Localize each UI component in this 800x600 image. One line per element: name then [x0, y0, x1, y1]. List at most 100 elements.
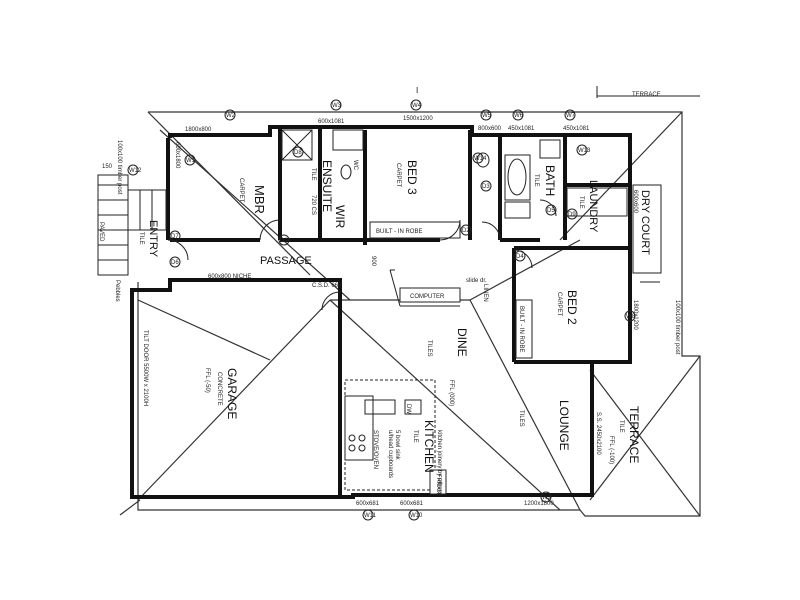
svg-text:D7: D7 [171, 234, 179, 240]
svg-text:W10: W10 [410, 513, 423, 519]
north-marker: I [416, 86, 418, 95]
wir-label: WIR [333, 205, 347, 229]
fixtures [281, 129, 628, 495]
door-swings [167, 199, 557, 311]
dim-right-1: 600x600 [632, 190, 638, 214]
entry-label: ENTRY [147, 220, 159, 258]
door-tag: D6 [169, 256, 181, 268]
window-tag: W6 [512, 109, 524, 121]
bed2-label: BED 2 [565, 290, 579, 325]
window-tag: W2 [224, 109, 236, 121]
mbr-floor: CARPET [238, 178, 244, 203]
kitchen-note-2: u/head cupboards [387, 430, 393, 478]
window-tag: W5 [480, 109, 492, 121]
wc-label: WC [352, 160, 358, 171]
robes [369, 221, 533, 359]
ensuite-label: ENSUITE [320, 160, 334, 212]
door-tag: D3 [480, 180, 492, 192]
garage-floor: CONCRETE [216, 372, 222, 406]
slide-dr-label: slide dr. [466, 278, 487, 284]
entry-paving [97, 174, 167, 276]
ffl-terrace-label: FFL (-100) [608, 436, 614, 464]
svg-text:W4: W4 [412, 103, 422, 109]
ensuite-floor: TILE [310, 168, 316, 181]
window-tag: W14 [472, 152, 487, 164]
door-tag: D5 [545, 204, 557, 216]
dim-bottom-2: 600x681 [400, 501, 424, 507]
bed3-floor: CARPET [395, 163, 401, 188]
window-tag: W1 [184, 154, 196, 166]
laundry-floor: TILE [578, 196, 584, 209]
svg-text:W2: W2 [226, 113, 236, 119]
interior-walls [170, 128, 630, 497]
svg-text:W7: W7 [566, 113, 576, 119]
svg-text:W8: W8 [626, 314, 636, 320]
svg-text:W5: W5 [482, 113, 492, 119]
svg-text:D4: D4 [516, 254, 524, 260]
window-tag: W12 [127, 164, 142, 176]
door-tag: D7 [169, 230, 181, 242]
top-terrace: TERRACE I [416, 86, 700, 98]
tilt-door-label: TILT DOOR 5500W x 2100H [142, 330, 148, 406]
dim-bottom-1: 600x681 [356, 501, 380, 507]
svg-text:W3: W3 [332, 103, 342, 109]
svg-text:W14: W14 [474, 156, 487, 162]
kitchen-note-1: 5 bowl sink [394, 430, 400, 461]
kitchen-note-4: kitchen joinery by others [436, 430, 442, 495]
door-tag: D8 [292, 146, 304, 158]
window-tag: W9 [540, 491, 552, 503]
svg-text:W1: W1 [186, 158, 196, 164]
kitchen-floor: TILE [412, 430, 418, 443]
bed3-label: BED 3 [405, 160, 419, 195]
bath-floor: TILE [533, 174, 539, 187]
lounge-floor: TILES [518, 410, 524, 427]
door-tag: D9 [566, 208, 578, 220]
ffl-main-label: FFL (000) [448, 380, 454, 406]
dine-floor: TILES [426, 340, 432, 357]
window-tag: W7 [564, 109, 576, 121]
dim-right-3: 100x100 timber post [674, 300, 680, 355]
door-tag: D4 [514, 250, 526, 262]
window-tag: W8 [624, 310, 636, 322]
svg-text:D9: D9 [568, 212, 576, 218]
svg-text:D3: D3 [482, 184, 490, 190]
computer-label: COMPUTER [410, 294, 445, 300]
dim-top-2: 600x1081 [318, 119, 345, 125]
room-labels: MBR CARPET ENSUITE TILE WIR BED 3 CARPET… [138, 160, 651, 473]
pebbles-label: Pebbles [114, 280, 120, 302]
terrace-floor: TILE [618, 420, 624, 433]
kitchen-label: KITCHEN [422, 420, 436, 473]
dim-top-5: 450x1081 [508, 126, 535, 132]
tags: W1 W2 W3 W4 W5 W6 W7 W8 W9 W10 W11 W12 W… [127, 99, 636, 521]
svg-text:D5: D5 [547, 208, 555, 214]
csd-label: C.S.D. 660 [312, 283, 342, 289]
window-tag: W4 [410, 99, 422, 111]
door-tag: D1 [278, 234, 290, 246]
svg-text:D8: D8 [294, 150, 302, 156]
svg-text:W6: W6 [514, 113, 524, 119]
fridge-label: FRIDGE [435, 474, 441, 497]
dim-bottom-3: 1200x1800 [524, 501, 554, 507]
mbr-label: MBR [252, 185, 267, 214]
bath-label: BATH [543, 165, 557, 196]
dry-court-label: DRY COURT [639, 190, 651, 255]
window-tag: W10 [408, 509, 423, 521]
window-tag: W11 [362, 509, 377, 521]
ffl-garage-label: FFL (-50) [204, 368, 210, 393]
kitchen-note-3: STOVE/OVEN [372, 430, 378, 469]
dim-left-2: 100x100 timber post [116, 140, 122, 195]
svg-text:D2: D2 [462, 228, 470, 234]
garage-label: GARAGE [225, 368, 239, 419]
dimensions: 1800x800 600x1081 1500x1200 800x600 450x… [102, 116, 680, 507]
roof-outline [119, 111, 701, 517]
dim-top-6: 450x1081 [563, 126, 590, 132]
dim-top-4: 800x600 [478, 126, 502, 132]
window-tag: W3 [330, 99, 342, 111]
window-tag: W13 [576, 144, 591, 156]
dim-top-3: 1500x1200 [403, 116, 433, 122]
svg-text:W11: W11 [364, 513, 377, 519]
dw-label: DW [405, 404, 411, 414]
dim-passage: 900 [370, 256, 376, 267]
terrace-label: TERRACE [627, 406, 641, 463]
